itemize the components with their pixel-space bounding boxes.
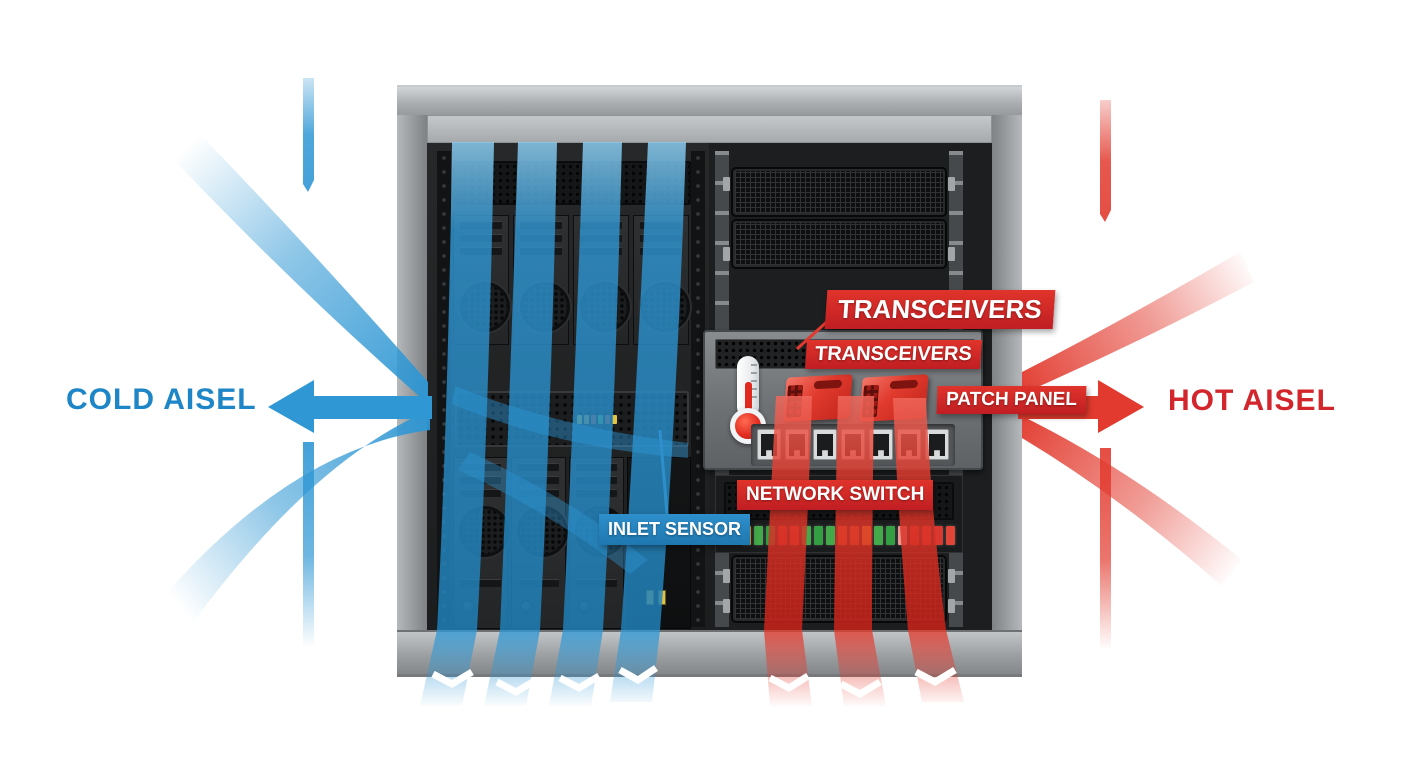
server-unit bbox=[513, 215, 570, 345]
rj45-port bbox=[841, 429, 865, 460]
vented-blanking-panel bbox=[723, 169, 955, 215]
cold-aisle-flow bbox=[164, 78, 432, 646]
led bbox=[802, 526, 811, 545]
cold-aisle-label: COLD AISEL bbox=[66, 383, 257, 416]
mounting-rail bbox=[691, 151, 705, 627]
cold-curve-upper bbox=[176, 130, 428, 404]
vent-panel-1u bbox=[453, 161, 691, 205]
led bbox=[922, 526, 931, 545]
server-unit bbox=[573, 215, 630, 345]
callout-transceivers-inner: TRANSCEIVERS bbox=[804, 340, 982, 369]
screw bbox=[462, 600, 475, 613]
rj45-port bbox=[897, 429, 921, 460]
callout-inlet-sensor: INLET SENSOR bbox=[599, 514, 751, 545]
vented-blanking-panel bbox=[723, 221, 955, 267]
mounting-rail bbox=[437, 151, 451, 627]
led bbox=[910, 526, 919, 545]
server-unit bbox=[511, 457, 568, 629]
led bbox=[766, 526, 775, 545]
hot-aisle-label: HOT AISEL bbox=[1168, 384, 1336, 417]
led bbox=[790, 526, 799, 545]
callout-network-switch: NETWORK SWITCH bbox=[737, 480, 934, 510]
fan-grille bbox=[520, 282, 570, 332]
switch-led-strip bbox=[742, 526, 955, 545]
hot-aisle-bar-top bbox=[1100, 100, 1111, 222]
rj45-port bbox=[785, 429, 809, 460]
led bbox=[886, 526, 895, 545]
hot-aisle-bar-bottom bbox=[1100, 448, 1111, 648]
hot-curve-lower bbox=[1022, 416, 1242, 586]
cold-aisle-bar-top bbox=[303, 78, 314, 192]
rj45-port bbox=[925, 429, 949, 460]
server-unit bbox=[453, 457, 510, 629]
rj45-ports bbox=[757, 429, 949, 460]
led bbox=[584, 415, 589, 424]
led bbox=[754, 526, 763, 545]
connector bbox=[658, 590, 666, 605]
rj45-port bbox=[813, 429, 837, 460]
rack-frame-bottom bbox=[397, 630, 1022, 677]
rj45-port bbox=[869, 429, 893, 460]
led bbox=[577, 415, 582, 424]
rj45-port bbox=[757, 429, 781, 460]
fan-grille bbox=[580, 282, 630, 332]
led bbox=[591, 415, 596, 424]
server-unit bbox=[453, 215, 510, 345]
led bbox=[605, 415, 610, 424]
transceiver-module bbox=[783, 374, 853, 422]
cold-aisle-bar-bottom bbox=[303, 442, 314, 646]
led bbox=[862, 526, 871, 545]
transceiver-module bbox=[859, 374, 929, 422]
led bbox=[934, 526, 943, 545]
fan-grille bbox=[517, 506, 568, 557]
server-rack bbox=[397, 85, 1022, 677]
led bbox=[826, 526, 835, 545]
rack-frame-left bbox=[397, 115, 427, 672]
screw bbox=[520, 600, 533, 613]
perforated-1u-device bbox=[455, 391, 719, 447]
connector bbox=[646, 590, 654, 605]
led bbox=[838, 526, 847, 545]
server-unit bbox=[633, 215, 690, 345]
callout-patch-panel: PATCH PANEL bbox=[936, 386, 1087, 414]
rack-frame-top bbox=[397, 85, 1022, 118]
vented-blanking-panel bbox=[723, 557, 955, 621]
led bbox=[946, 526, 955, 545]
fan-grille bbox=[460, 282, 510, 332]
rack-inner-top-band bbox=[427, 115, 992, 143]
callout-transceivers-top: TRANSCEIVERS bbox=[824, 290, 1056, 329]
led bbox=[778, 526, 787, 545]
led bbox=[612, 415, 617, 424]
hot-aisle-flow bbox=[1018, 100, 1254, 648]
cold-curve-lower bbox=[164, 410, 430, 624]
fan-grille bbox=[459, 506, 510, 557]
screw bbox=[578, 600, 591, 613]
led bbox=[898, 526, 907, 545]
hot-curve-upper bbox=[1022, 252, 1254, 394]
status-leds bbox=[577, 415, 617, 424]
led bbox=[850, 526, 859, 545]
fan-grille bbox=[640, 282, 690, 332]
led bbox=[874, 526, 883, 545]
led bbox=[814, 526, 823, 545]
led bbox=[598, 415, 603, 424]
